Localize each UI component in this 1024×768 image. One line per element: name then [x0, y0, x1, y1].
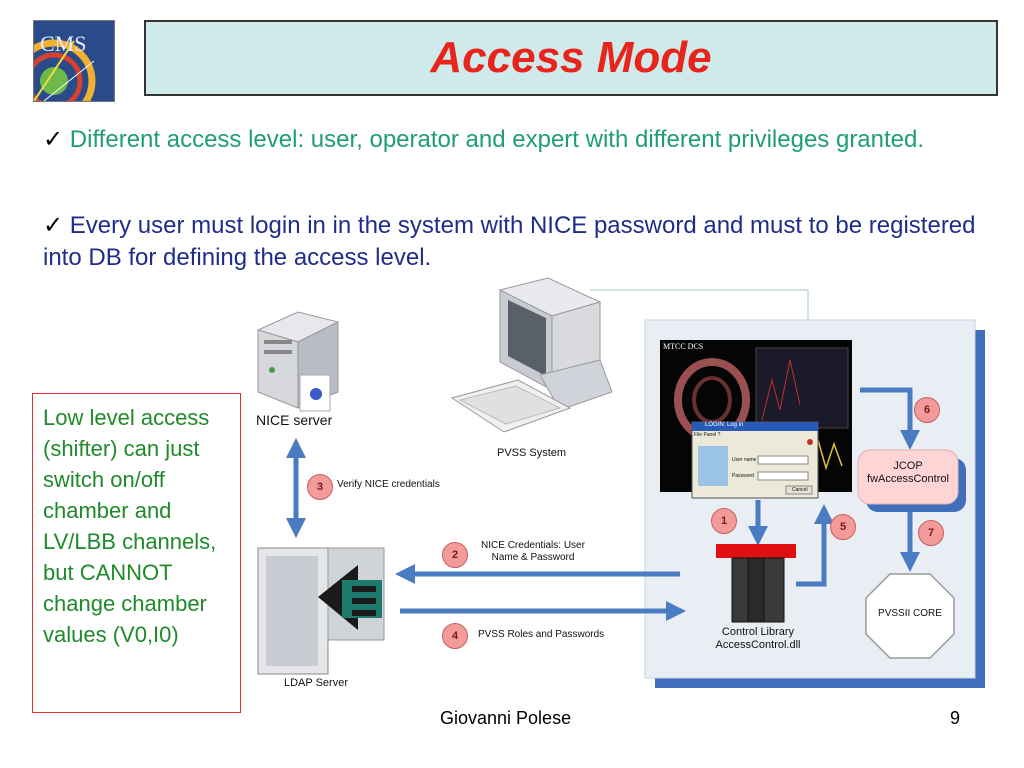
login-dialog: [691, 421, 819, 499]
server-icon: [256, 311, 340, 412]
bullet-login-requirement: ✓ Every user must login in in the system…: [43, 210, 983, 274]
ldap-server-label: LDAP Server: [284, 677, 348, 689]
cms-logo: CMS: [33, 20, 115, 102]
nice-server-label: NICE server: [256, 412, 333, 428]
note-box: Low level access (shifter) can just swit…: [32, 393, 241, 713]
bullet-text: Every user must login in in the system w…: [43, 212, 976, 271]
step-badge-1: 1: [711, 508, 737, 534]
step-badge-4: 4: [442, 623, 468, 649]
bullet-access-levels: ✓ Different access level: user, operator…: [43, 124, 983, 156]
step-badge-5: 5: [830, 514, 856, 540]
dcs-title-label: MTCC DCS: [663, 342, 704, 351]
jcop-label: JCOP fwAccessControl: [867, 460, 949, 485]
step3-label: Verify NICE credentials: [337, 479, 440, 490]
login-dialog-title: LOGIN: Log in: [705, 422, 744, 428]
pvss-system-label: PVSS System: [497, 447, 567, 459]
checkmark-icon: ✓: [43, 212, 64, 239]
step-badge-2: 2: [442, 542, 468, 568]
login-password-label: Password: [732, 473, 754, 479]
login-user-label: User name: [732, 457, 757, 463]
flow-arrows: [286, 387, 920, 621]
logo-text: CMS: [40, 31, 87, 56]
step2-label: NICE Credentials: User Name & Password: [481, 540, 585, 563]
workstation-icon: [450, 277, 613, 433]
note-text: Low level access (shifter) can just swit…: [43, 405, 217, 647]
step-badge-7: 7: [918, 520, 944, 546]
checkmark-icon: ✓: [43, 126, 64, 153]
ldap-server-icon: [257, 547, 385, 675]
jcop-box: [857, 449, 966, 512]
control-library-icon: [716, 544, 796, 623]
step-badge-6: 6: [914, 397, 940, 423]
link-line: [590, 289, 809, 320]
title-box: Access Mode: [144, 20, 998, 96]
step-badge-3: 3: [307, 474, 333, 500]
arrow-step6: [860, 387, 920, 450]
footer-author: Giovanni Polese: [440, 708, 572, 728]
arrow-step5: [796, 504, 834, 587]
slide-title: Access Mode: [430, 33, 712, 82]
pvssii-core-octagon: [865, 573, 955, 659]
login-cancel-button: Cancel: [792, 487, 808, 493]
page-number: 9: [950, 708, 961, 728]
login-dialog-menu: File Panel ?: [694, 432, 721, 438]
control-library-label: Control Library AccessControl.dll: [715, 626, 801, 651]
pvssii-core-label: PVSSII CORE: [878, 608, 942, 619]
step4-label: PVSS Roles and Passwords: [478, 629, 605, 640]
bullet-text: Different access level: user, operator a…: [69, 126, 925, 153]
